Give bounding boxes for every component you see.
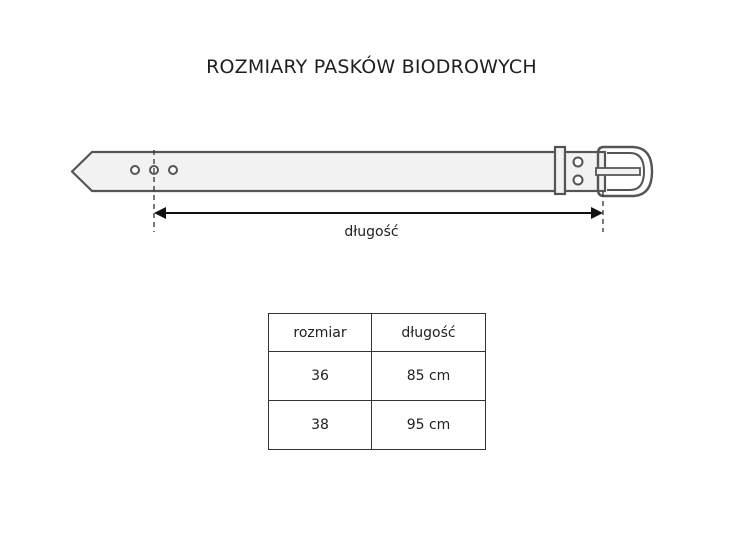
cell-length: 95 cm xyxy=(371,400,486,450)
belt-rivet xyxy=(572,174,584,186)
belt-hole xyxy=(130,165,140,175)
belt-rivet xyxy=(572,156,584,168)
table-header-row: rozmiar długość xyxy=(268,313,486,352)
belt-diagram xyxy=(70,145,654,232)
measure-arrow-head-right xyxy=(591,207,603,219)
belt-strap xyxy=(70,150,558,193)
table-row: 36 85 cm xyxy=(268,351,486,401)
buckle-frame xyxy=(596,145,654,198)
belt-hole xyxy=(168,165,178,175)
cell-size: 36 xyxy=(268,351,372,401)
belt-keeper xyxy=(553,145,567,196)
length-label: długość xyxy=(344,224,399,240)
buckle-prong xyxy=(595,167,641,176)
table-row: 38 95 cm xyxy=(268,400,486,450)
page-title: ROZMIARY PASKÓW BIODROWYCH xyxy=(206,56,537,78)
cell-length: 85 cm xyxy=(371,351,486,401)
column-header-length: długość xyxy=(371,313,486,352)
cell-size: 38 xyxy=(268,400,372,450)
column-header-size: rozmiar xyxy=(268,313,372,352)
buckle-frame-inner xyxy=(607,152,646,191)
size-table: rozmiar długość 36 85 cm 38 95 cm xyxy=(268,313,486,450)
measure-arrow-head-left xyxy=(154,207,166,219)
